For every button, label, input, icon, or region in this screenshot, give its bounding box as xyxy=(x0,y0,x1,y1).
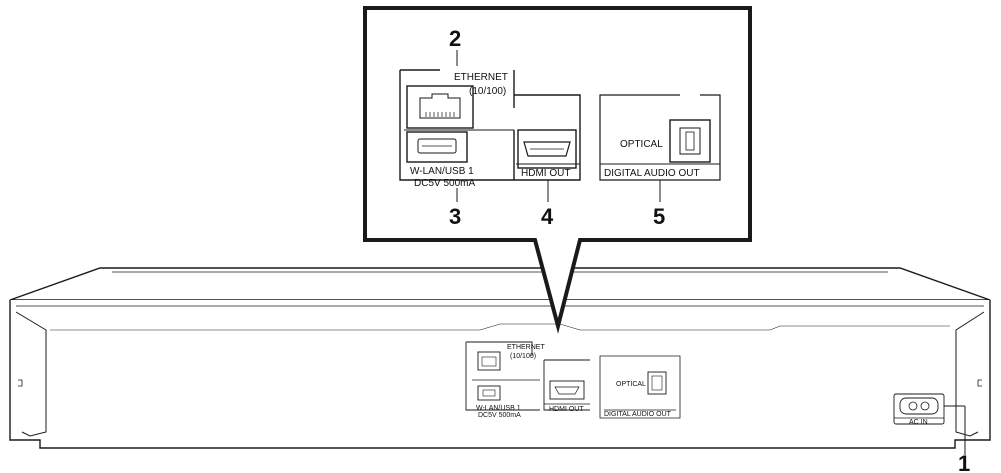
zoom-ethernet-port xyxy=(406,85,474,129)
zoom-connectors xyxy=(399,69,721,181)
zoom-optical-label: OPTICAL xyxy=(620,139,663,150)
rear-ac-in-label: AC IN xyxy=(909,419,928,426)
rear-usb-port xyxy=(477,385,501,401)
zoom-callouts xyxy=(456,50,661,202)
callout-number-5: 5 xyxy=(653,204,665,229)
callout-number-2: 2 xyxy=(449,26,461,51)
zoom-optical-port xyxy=(669,119,711,163)
zoom-hdmi-label: HDMI OUT xyxy=(521,168,570,179)
rear-usb-label-1: W-LAN/USB 1 xyxy=(476,405,521,412)
rear-ethernet-label: ETHERNET xyxy=(507,344,545,351)
rear-ethernet-port xyxy=(477,351,501,371)
rear-hdmi-label: HDMI OUT xyxy=(549,406,584,413)
rear-hdmi-port xyxy=(549,380,585,400)
callout-number-1: 1 xyxy=(958,451,970,473)
rear-connectors xyxy=(465,341,945,425)
callout-number-3: 3 xyxy=(449,204,461,229)
callout-ac-in: 1 xyxy=(944,405,970,473)
zoom-ethernet-speed: (10/100) xyxy=(469,86,506,97)
rear-ac-inlet xyxy=(893,393,945,425)
rear-digital-audio-label: DIGITAL AUDIO OUT xyxy=(604,411,672,418)
callout-number-4: 4 xyxy=(541,204,554,229)
zoom-usb-label-1: W-LAN/USB 1 xyxy=(410,166,474,177)
player-body xyxy=(9,267,991,449)
zoom-digital-audio-label: DIGITAL AUDIO OUT xyxy=(604,168,700,179)
zoom-usb-port xyxy=(406,131,468,163)
zoom-usb-label-2: DC5V 500mA xyxy=(414,178,475,189)
rear-optical-port xyxy=(647,371,667,395)
rear-usb-label-2: DC5V 500mA xyxy=(478,412,521,419)
zoom-ethernet-label: ETHERNET xyxy=(454,72,508,83)
rear-ethernet-speed: (10/100) xyxy=(510,353,536,360)
rear-optical-label: OPTICAL xyxy=(616,381,646,388)
rear-labels: ETHERNET (10/100) W-LAN/USB 1 DC5V 500mA… xyxy=(476,344,928,426)
zoom-labels: ETHERNET (10/100) W-LAN/USB 1 DC5V 500mA… xyxy=(410,72,700,189)
